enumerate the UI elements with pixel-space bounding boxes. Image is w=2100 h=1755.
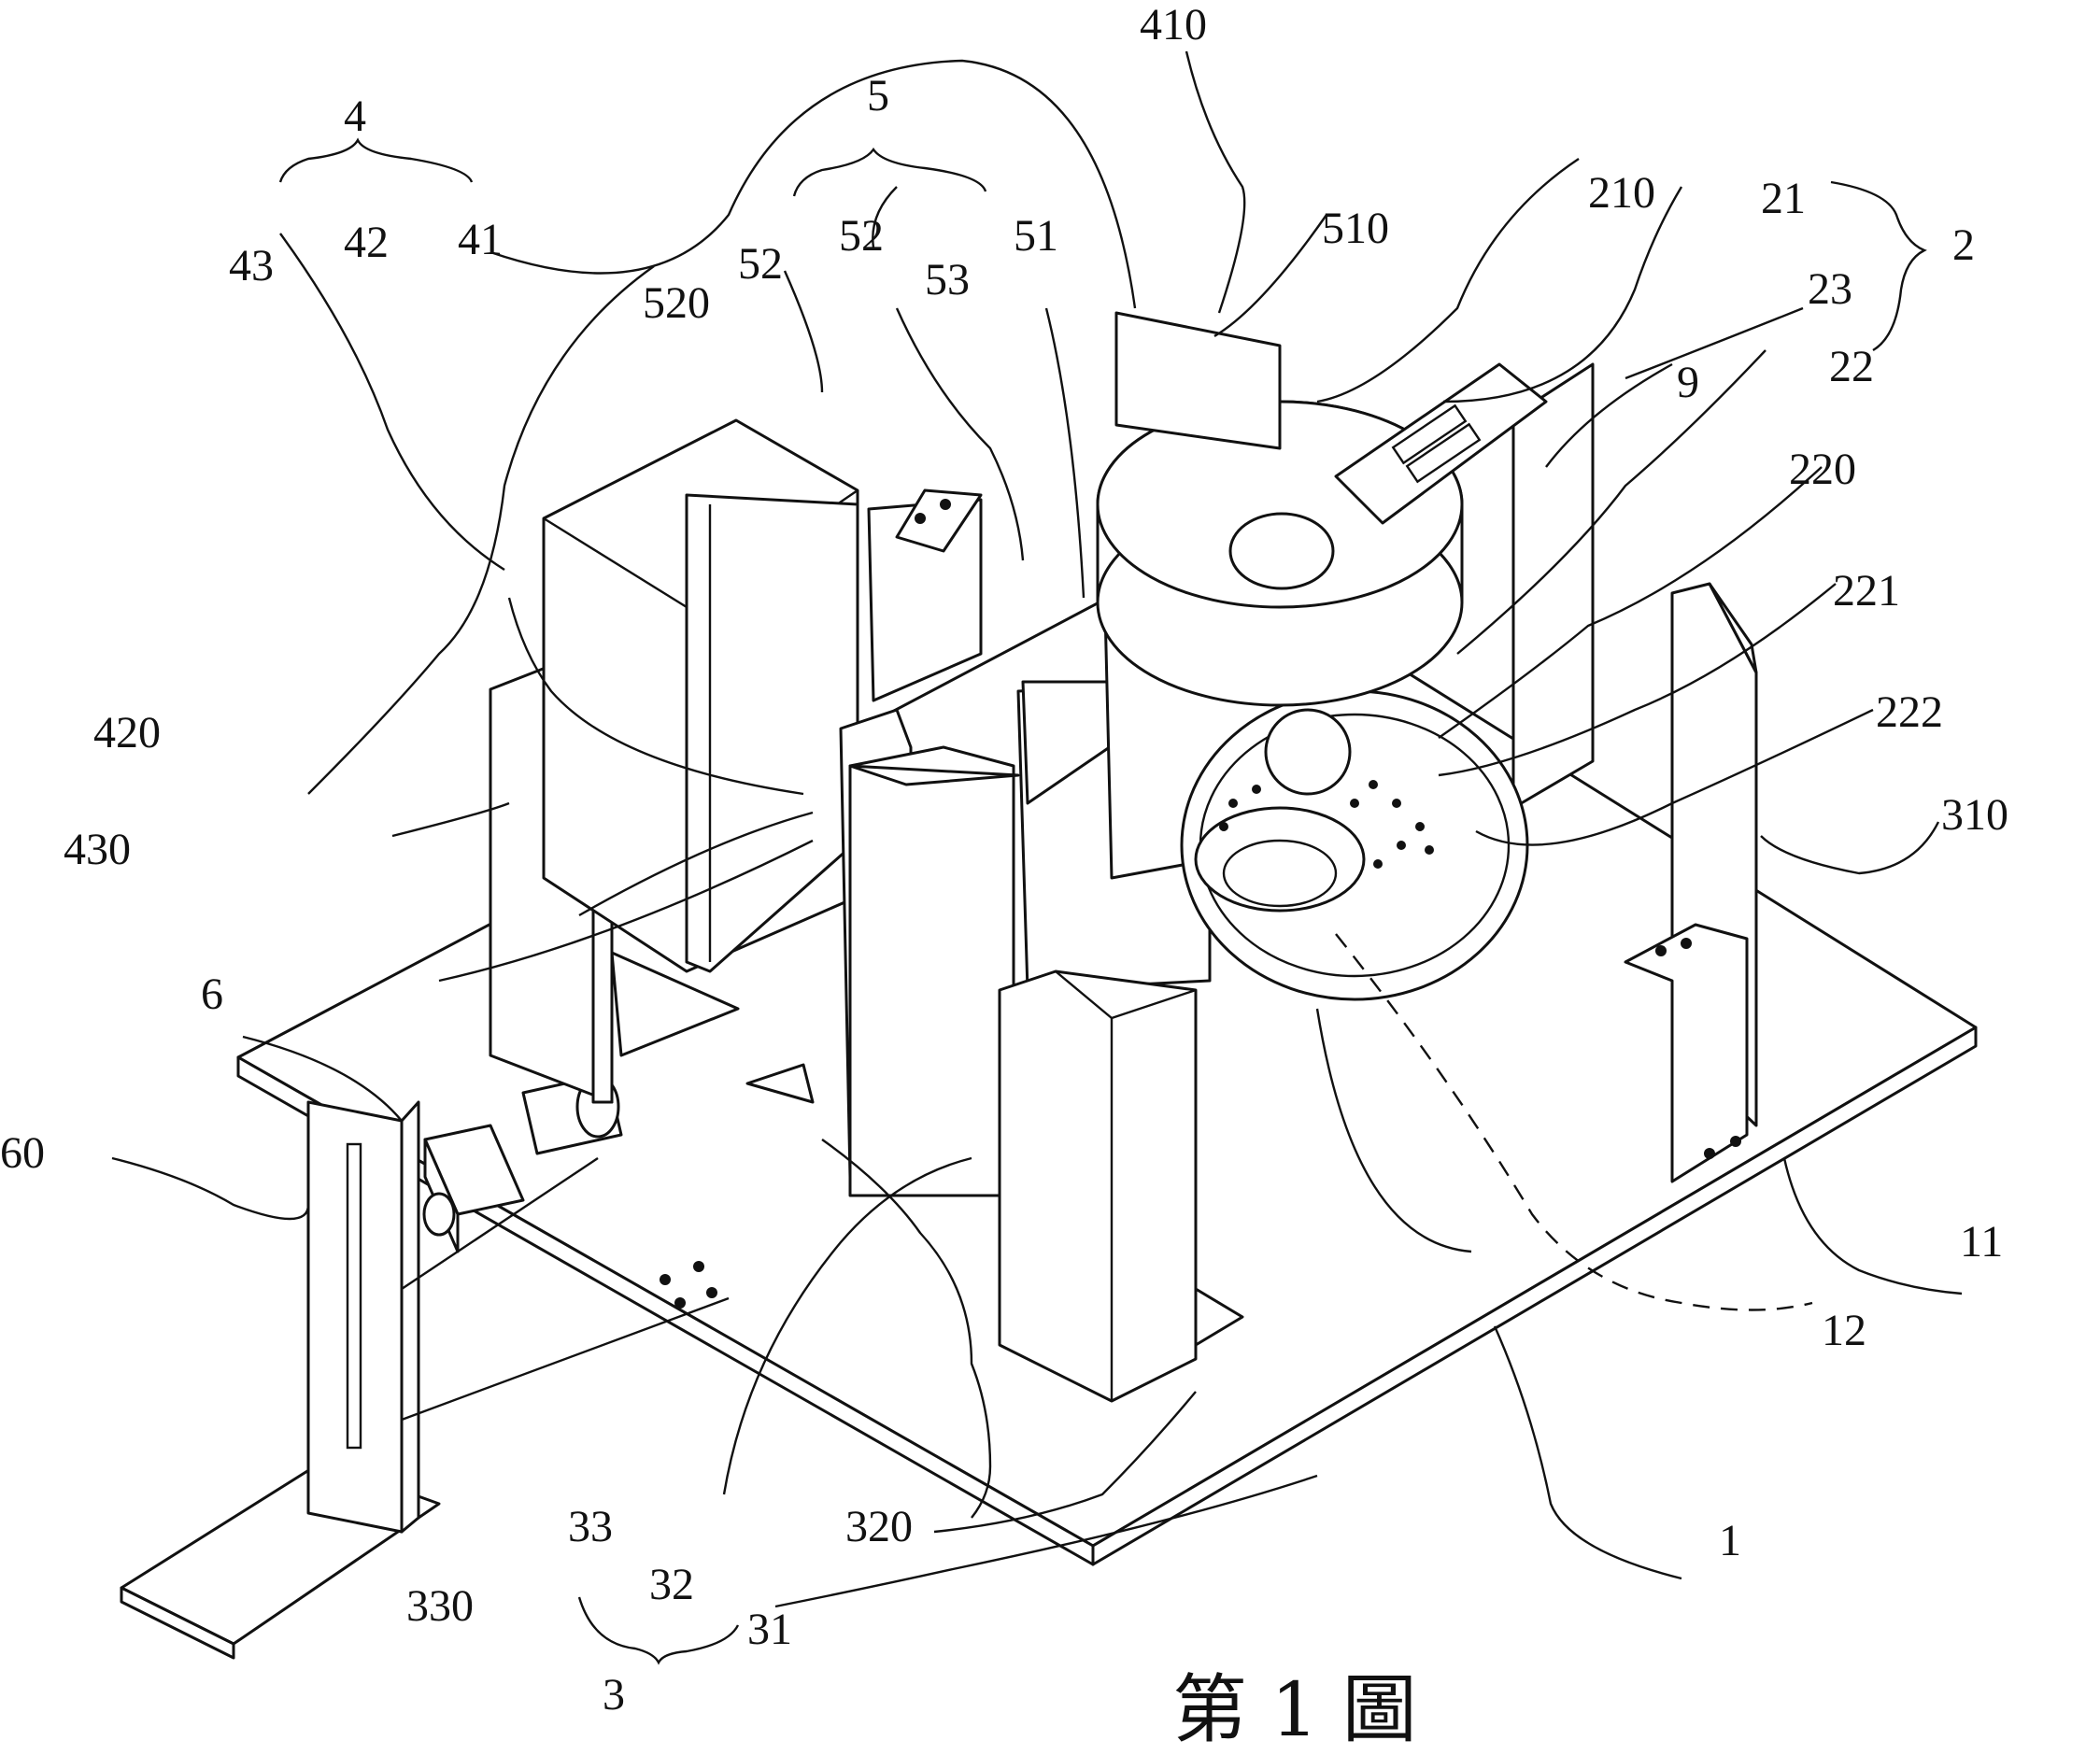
reference-labels: 4 41 42 43 5 52 52 53 51 520 410 510 210… [0,0,2008,1753]
label-33: 33 [568,1502,613,1551]
label-32: 32 [649,1560,694,1609]
label-52b: 52 [839,211,884,261]
label-4: 4 [344,92,366,141]
label-420: 420 [93,708,161,757]
block-33 [745,708,1020,1197]
label-52a: 52 [738,239,783,289]
label-9: 9 [1677,358,1699,407]
label-6: 6 [201,969,223,1019]
label-320: 320 [845,1502,913,1551]
figure-caption: 第 1 圖 [1172,1666,1417,1753]
label-23: 23 [1808,264,1852,314]
label-31: 31 [747,1605,792,1654]
label-1: 1 [1719,1516,1741,1565]
label-51: 51 [1014,211,1058,261]
label-41: 41 [458,215,503,264]
stand-60 [120,1100,730,1660]
label-2: 2 [1952,220,1975,270]
label-22: 22 [1829,342,1874,391]
label-310: 310 [1941,790,2008,840]
label-510: 510 [1322,204,1389,253]
leader-lines [111,50,1963,1608]
label-430: 430 [64,825,131,874]
label-53: 53 [925,255,970,304]
label-12: 12 [1822,1306,1866,1355]
label-42: 42 [344,218,389,267]
label-410: 410 [1140,0,1207,50]
block-32 [998,969,1244,1403]
label-3: 3 [603,1670,625,1720]
label-43: 43 [229,241,274,290]
dashed-12 [1335,933,1813,1311]
label-330: 330 [406,1581,474,1631]
label-11: 11 [1960,1217,2003,1267]
label-220: 220 [1789,445,1856,494]
label-520: 520 [643,278,710,328]
label-221: 221 [1833,566,1900,616]
turntable-2 [1096,311,1595,1001]
bracket-11 [1624,923,1749,1183]
label-210: 210 [1588,168,1655,218]
block-43 [542,418,983,973]
label-60: 60 [0,1128,45,1178]
label-21: 21 [1761,174,1806,223]
label-5: 5 [867,71,889,120]
label-222: 222 [1876,687,1943,737]
holes-222 [1219,780,1434,869]
brackets [278,137,1927,1665]
